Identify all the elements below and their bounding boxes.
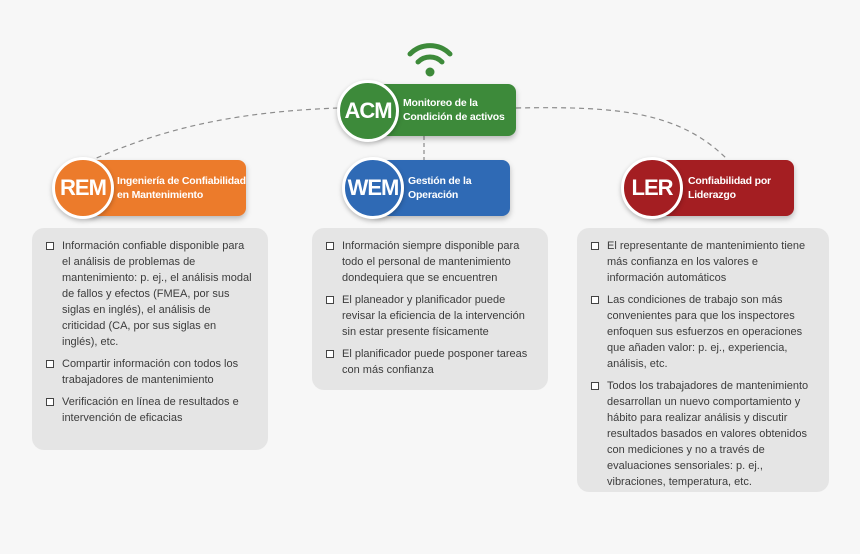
wem-list: Información siempre disponible para todo… (326, 238, 534, 378)
checkbox-square-icon (591, 382, 599, 390)
list-item-text: Las condiciones de trabajo son más conve… (607, 294, 803, 370)
list-item-text: El representante de mantenimiento tiene … (607, 240, 806, 284)
list-item-text: Todos los trabajadores de mantenimiento … (607, 380, 809, 488)
list-item: Todos los trabajadores de mantenimiento … (591, 378, 815, 490)
ler-list: El representante de mantenimiento tiene … (591, 238, 815, 490)
checkbox-square-icon (326, 242, 334, 250)
list-item: Las condiciones de trabajo son más conve… (591, 292, 815, 372)
list-item-text: Compartir información con todos los trab… (62, 358, 239, 386)
checkbox-square-icon (46, 398, 54, 406)
rem-list: Información confiable disponible para el… (46, 238, 254, 426)
list-item-text: El planeador y planificador puede revisa… (342, 294, 525, 338)
list-item: Compartir información con todos los trab… (46, 356, 254, 388)
checkbox-square-icon (46, 242, 54, 250)
list-item: El representante de mantenimiento tiene … (591, 238, 815, 286)
list-item-text: Información confiable disponible para el… (62, 240, 252, 348)
rem-node: Ingeniería de Confiabilidad en Mantenimi… (86, 160, 246, 216)
ler-label: Confiabilidad por Liderazgo (688, 175, 771, 201)
wifi-icon (407, 43, 453, 77)
list-item-text: Información siempre disponible para todo… (342, 240, 520, 284)
connector-acm-rem (91, 107, 339, 161)
acm-badge: ACM (337, 80, 399, 142)
checkbox-square-icon (591, 296, 599, 304)
list-item: Verificación en línea de resultados e in… (46, 394, 254, 426)
connector-acm-ler (515, 107, 729, 161)
checkbox-square-icon (326, 296, 334, 304)
checkbox-square-icon (326, 350, 334, 358)
ler-badge: LER (621, 157, 683, 219)
list-item: El planeador y planificador puede revisa… (326, 292, 534, 340)
rem-panel: Información confiable disponible para el… (32, 228, 268, 450)
rem-label: Ingeniería de Confiabilidad en Mantenimi… (117, 175, 246, 201)
checkbox-square-icon (46, 360, 54, 368)
list-item-text: El planificador puede posponer tareas co… (342, 348, 528, 376)
checkbox-square-icon (591, 242, 599, 250)
rem-badge: REM (52, 157, 114, 219)
wem-panel: Información siempre disponible para todo… (312, 228, 548, 390)
list-item-text: Verificación en línea de resultados e in… (62, 396, 239, 424)
list-item: Información siempre disponible para todo… (326, 238, 534, 286)
list-item: Información confiable disponible para el… (46, 238, 254, 350)
list-item: El planificador puede posponer tareas co… (326, 346, 534, 378)
wem-badge: WEM (342, 157, 404, 219)
wem-label: Gestión de la Operación (408, 175, 472, 201)
ler-panel: El representante de mantenimiento tiene … (577, 228, 829, 492)
acm-label: Monitoreo de la Condición de activos (403, 97, 505, 123)
